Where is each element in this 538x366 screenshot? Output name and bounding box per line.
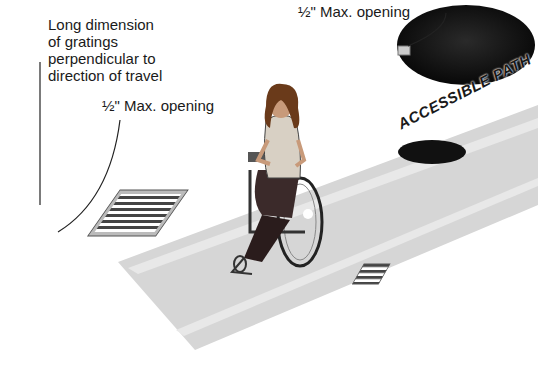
dimension-label: ½" Max. opening (102, 97, 214, 114)
path-stripe (176, 178, 538, 336)
hole-opening (398, 140, 466, 164)
note-label: Long dimension of gratings perpendicular… (48, 16, 168, 84)
wheelchair-user (232, 84, 322, 274)
path-band (118, 105, 538, 350)
leader-line (39, 200, 40, 205)
leader-line (408, 13, 446, 46)
path-stripe (128, 118, 538, 274)
grating-detail (88, 190, 188, 236)
leader-line (58, 120, 120, 232)
opening-gap (398, 46, 410, 55)
grating (352, 264, 390, 284)
dimension-label: ½" Max. opening (298, 3, 410, 20)
leader-line (39, 62, 40, 200)
